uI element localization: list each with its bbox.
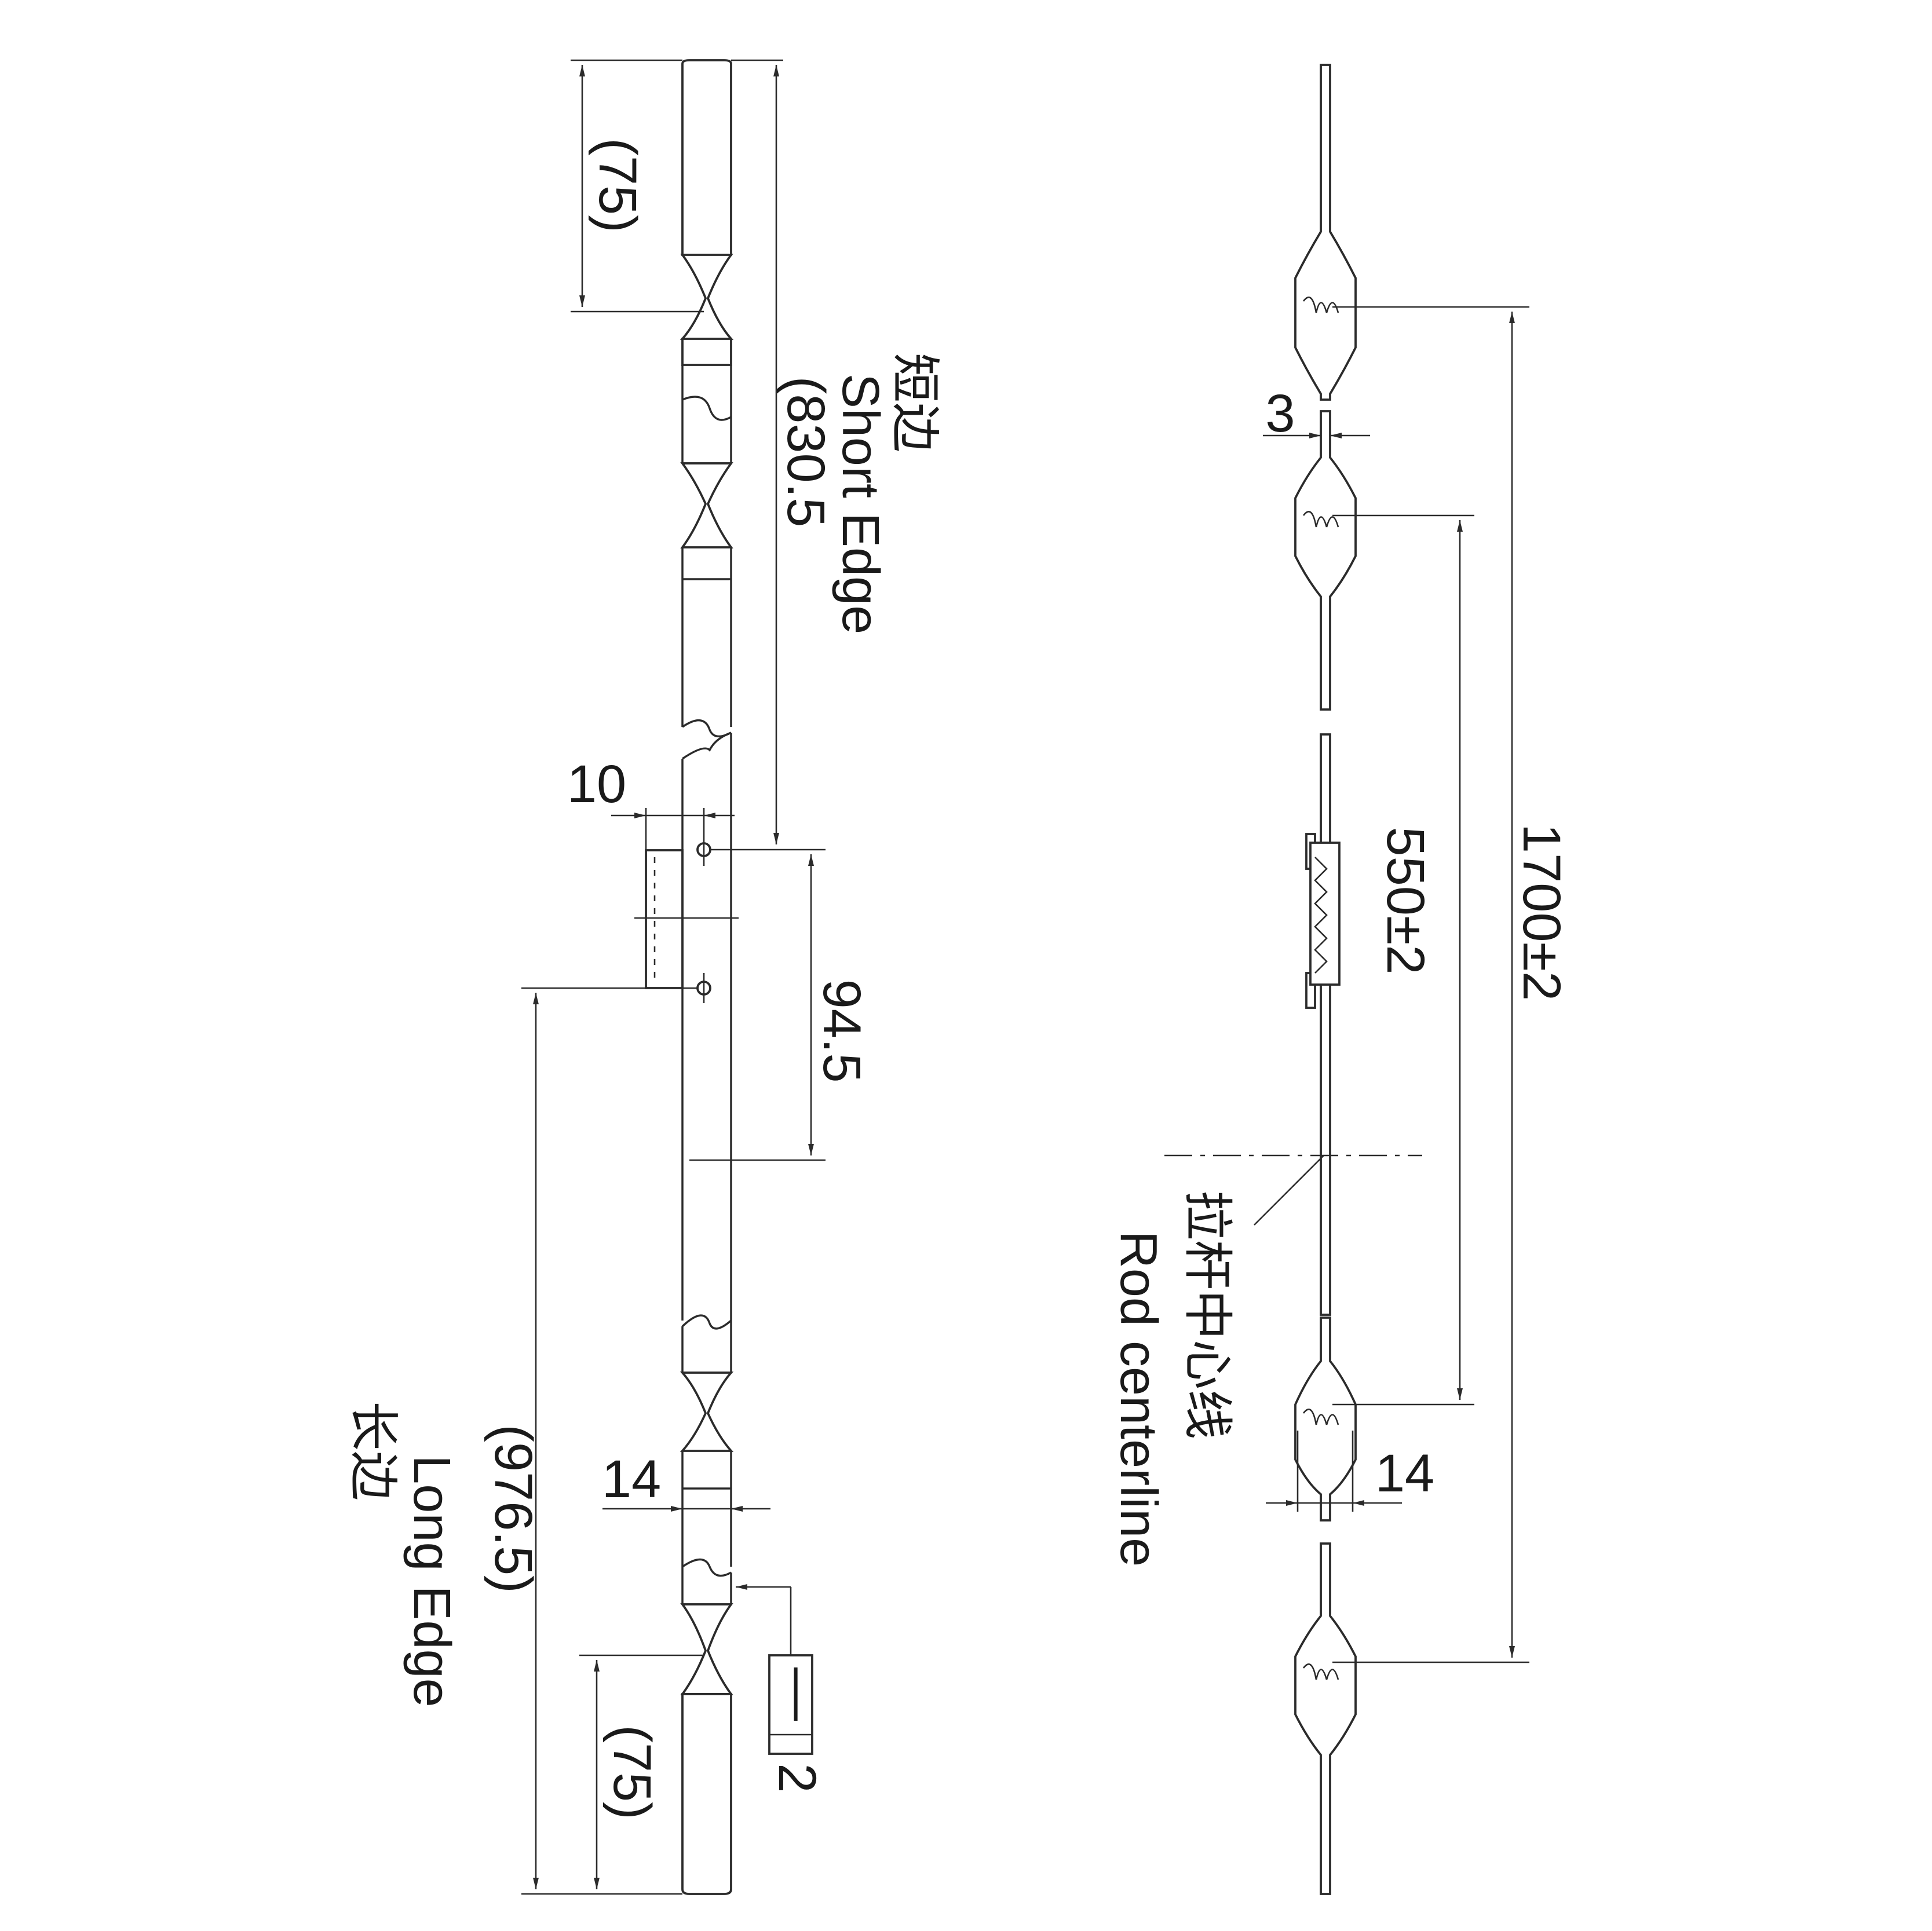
- short-edge-cn: 短边: [886, 353, 944, 452]
- dim-offset-10-label: 10: [567, 755, 626, 814]
- left-view: (75) (830.5 Short Edge 短边 10 94.5: [344, 59, 944, 1895]
- dim-1700: 1700±2: [1332, 306, 1571, 1663]
- right-view: 拉杆中心线 Rod centerline 3 550±2 1700±2: [1109, 64, 1571, 1895]
- rod-centerline-cn: 拉杆中心线: [1178, 1190, 1236, 1439]
- dim-offset-10: 10: [567, 755, 735, 850]
- dim-14-right: 14: [1266, 1431, 1434, 1512]
- mounting-bracket: [634, 834, 739, 1003]
- dim-94-5: 94.5: [689, 849, 871, 1161]
- flatness-tolerance: — 2: [736, 1584, 830, 1793]
- dim-top-length: (75): [571, 59, 704, 313]
- dim-top-length-label: (75): [588, 138, 647, 233]
- dim-94-5-label: 94.5: [812, 979, 871, 1082]
- short-edge-en: Short Edge: [831, 374, 889, 634]
- dim-3-label: 3: [1265, 384, 1295, 443]
- dim-bottom-length-label: (75): [602, 1725, 662, 1820]
- dim-550: 550±2: [1332, 514, 1474, 1406]
- dim-long-edge: (976.5) Long Edge 长边: [344, 987, 698, 1895]
- dim-14-right-label: 14: [1375, 1444, 1434, 1503]
- rod-centerline-en: Rod centerline: [1109, 1231, 1167, 1567]
- dim-short-edge: (830.5 Short Edge 短边: [731, 59, 944, 844]
- flatness-value: 2: [768, 1763, 827, 1793]
- dim-14-left: 14: [602, 1450, 770, 1512]
- flatness-symbol: —: [770, 1667, 830, 1721]
- dim-550-label: 550±2: [1376, 826, 1435, 974]
- flat-bar: [680, 59, 734, 1895]
- rod-profile: [1294, 64, 1357, 1895]
- dim-14-left-label: 14: [602, 1450, 661, 1509]
- dim-3: 3: [1263, 384, 1370, 443]
- long-edge-value: (976.5): [484, 1424, 543, 1593]
- dim-bottom-length: (75): [579, 1654, 704, 1889]
- dim-1700-label: 1700±2: [1512, 824, 1571, 1001]
- long-edge-cn: 长边: [344, 1401, 402, 1501]
- long-edge-en: Long Edge: [403, 1455, 461, 1707]
- short-edge-value: (830.5: [776, 376, 835, 528]
